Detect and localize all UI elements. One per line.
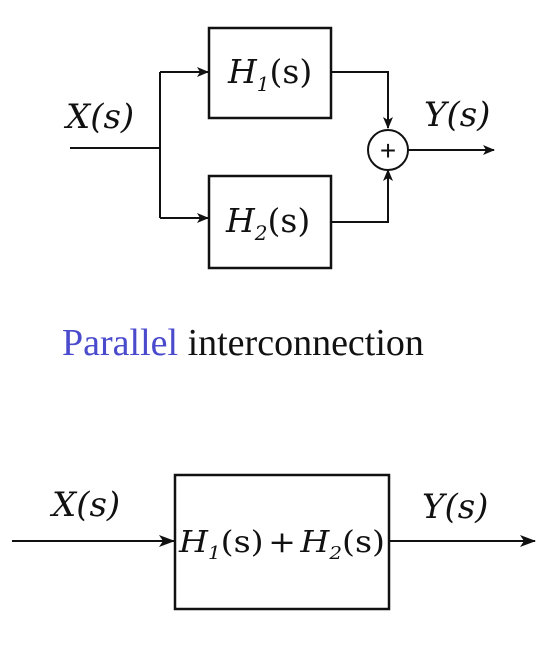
caption-highlight: Parallel [62, 322, 178, 364]
h1-block [207, 26, 333, 120]
top-parallel-diagram: X(s) H1(s) H2(s) + Y(s) [63, 26, 495, 270]
caption-rest: interconnection [178, 322, 424, 364]
bottom-output-label: Y(s) [422, 487, 488, 527]
summing-junction-sign: + [380, 135, 396, 166]
h1-output-line [331, 71, 393, 129]
top-input-label: X(s) [63, 97, 134, 137]
combined-block [173, 473, 391, 611]
h1-block-label: H1(s) [227, 52, 312, 96]
diagram-caption: Parallel interconnection [62, 322, 424, 364]
h2-block-label: H2(s) [225, 201, 310, 245]
bottom-input-label: X(s) [49, 485, 120, 525]
h2-output-line [331, 169, 393, 223]
top-output-label: Y(s) [424, 95, 490, 135]
h2-block [207, 174, 333, 270]
